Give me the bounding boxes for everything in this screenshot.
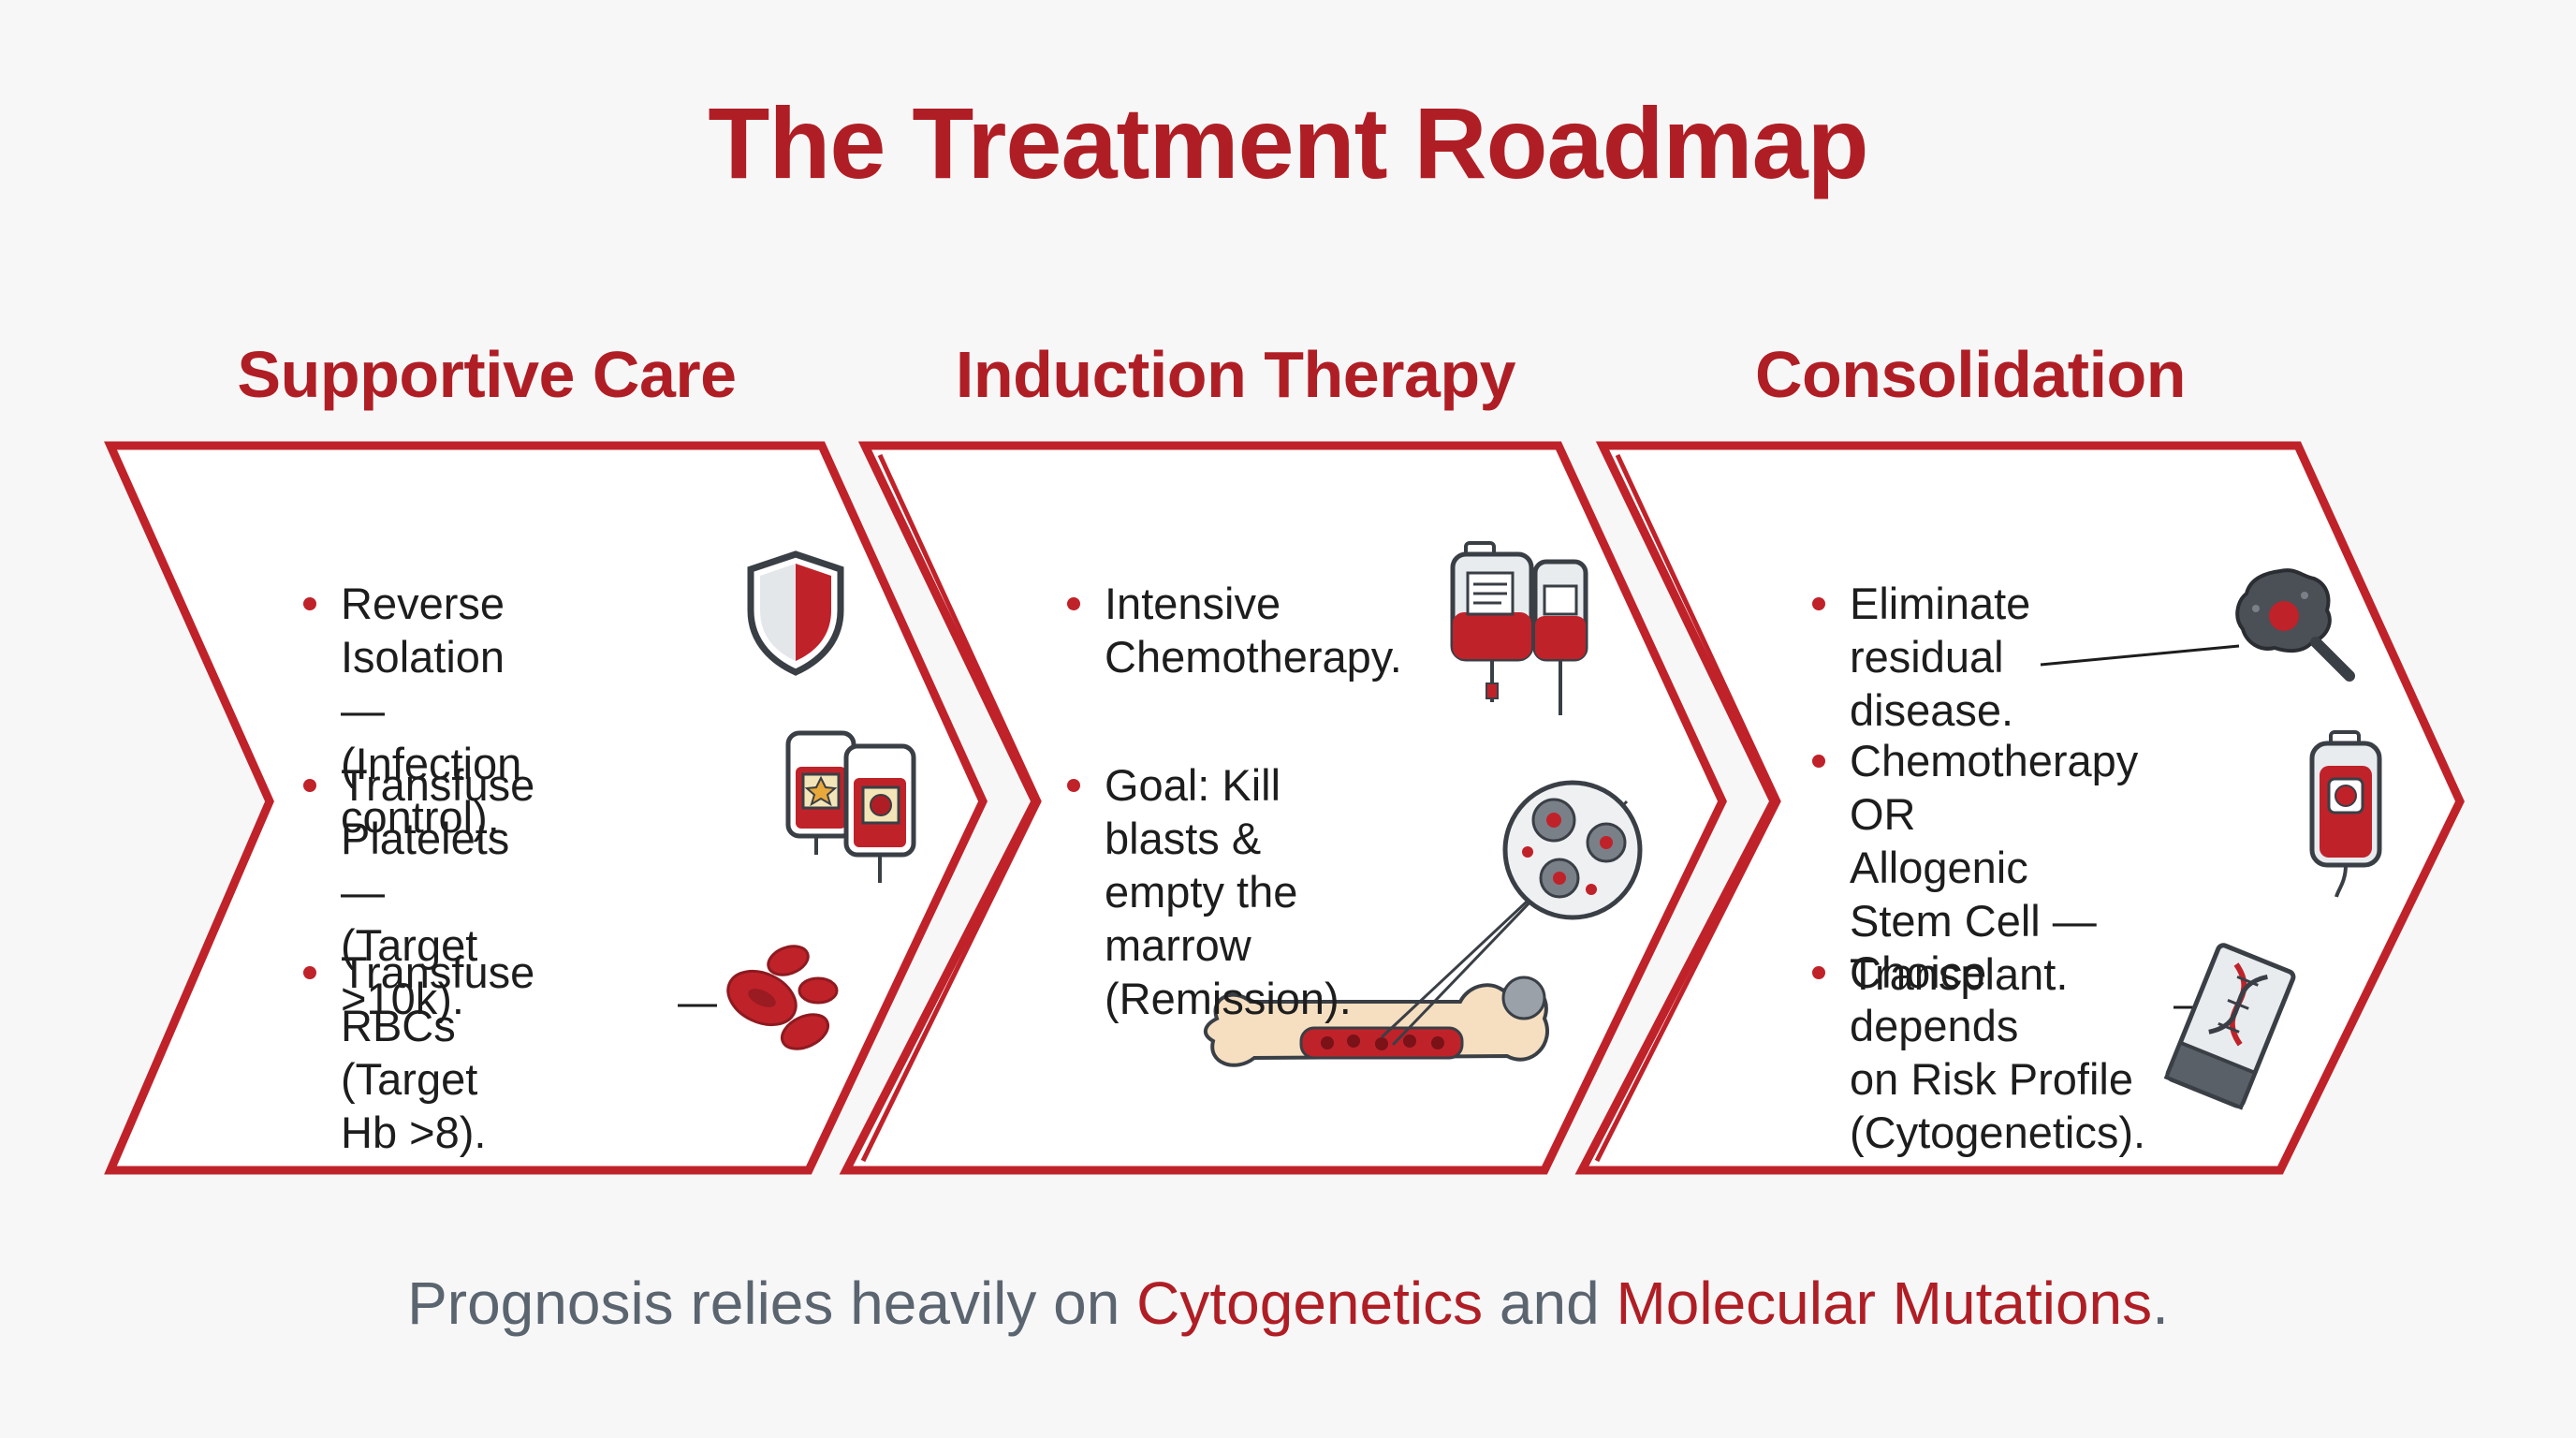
chevron-induction-therapy-inner	[860, 453, 1042, 1163]
footer-highlight-cytogenetics: Cytogenetics	[1136, 1269, 1484, 1337]
red-blood-cells-icon	[726, 945, 839, 1050]
platelet-bags-icon	[785, 730, 916, 883]
stem-cell-bag-icon	[2309, 730, 2382, 898]
stage-heading-consolidation: Consolidation	[1754, 338, 2187, 411]
bullet-goal-remission: Goal: Kill blasts & empty the marrow (Re…	[1067, 758, 1352, 1025]
footer-prefix: Prognosis relies heavily on	[407, 1269, 1137, 1337]
connector-line	[2040, 644, 2240, 667]
bullet-transfuse-platelets: Transfuse Platelets — (Target >10k).	[303, 758, 534, 1025]
bullet-intensive-chemotherapy: Intensive Chemotherapy.	[1067, 577, 1402, 683]
footer-suffix: .	[2152, 1269, 2169, 1337]
bullet-eliminate-residual-disease: Eliminate residual disease.	[1812, 577, 2030, 737]
shield-icon	[747, 550, 844, 676]
footer-highlight-molecular-mutations: Molecular Mutations	[1616, 1269, 2153, 1337]
bullet-chemo-or-transplant: Chemotherapy OR Allogenic Stem Cell — Tr…	[1812, 734, 2138, 1001]
bullet-transfuse-rbcs: Transfuse RBCs (Target Hb >8).	[303, 946, 534, 1159]
chemo-bags-icon	[1450, 541, 1588, 715]
footer-middle: and	[1483, 1269, 1617, 1337]
residual-cell-magnifier-icon	[2235, 568, 2355, 682]
bone-marrow-icon	[1203, 780, 1643, 1067]
bullet-risk-profile: Choice depends on Risk Profile (Cytogene…	[1812, 946, 2145, 1159]
page-title: The Treatment Roadmap	[708, 86, 1868, 199]
dna-slide-icon	[2163, 943, 2296, 1110]
stage-heading-supportive-care: Supportive Care	[237, 338, 737, 411]
chevron-consolidation-inner	[1594, 453, 1781, 1163]
stage-heading-induction-therapy: Induction Therapy	[955, 338, 1516, 411]
bullet-reverse-isolation: Reverse Isolation — (Infection control).	[303, 577, 521, 844]
chevron-supportive-care-inner	[806, 444, 986, 1172]
prognosis-footer: Prognosis relies heavily on Cytogenetics…	[0, 1269, 2576, 1338]
